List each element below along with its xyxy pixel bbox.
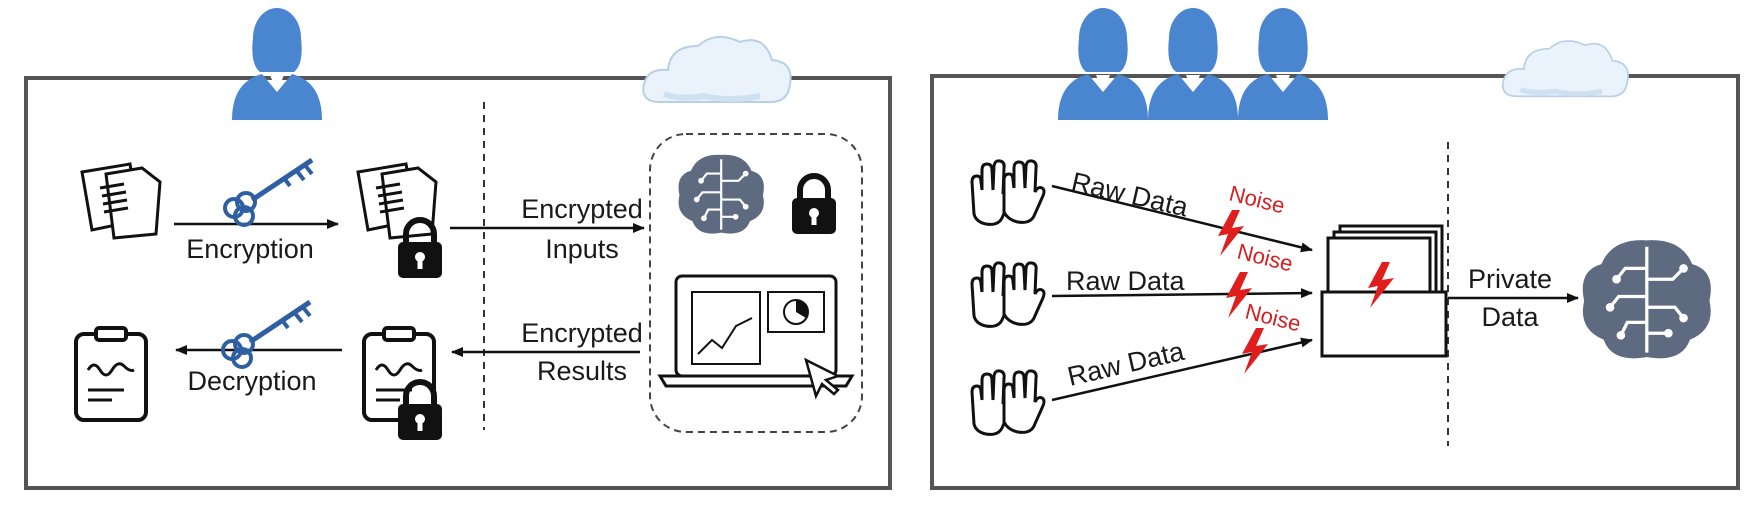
- cloud-icon: [643, 37, 790, 102]
- decryption-key-icon: [223, 302, 310, 367]
- private-data-label-1: Private: [1468, 264, 1552, 294]
- hands-icon-2: [970, 261, 1046, 328]
- decryption-label: Decryption: [187, 366, 316, 396]
- encryption-label: Encryption: [186, 234, 314, 264]
- ml-brain-icon: [1581, 238, 1713, 360]
- encrypted-inputs-label-1: Encrypted: [521, 194, 643, 224]
- right-panel-frame: [930, 74, 1740, 490]
- private-data-label-2: Data: [1481, 302, 1539, 332]
- encrypted-inputs-label-2: Inputs: [545, 234, 619, 264]
- raw-data-arrow-3: [1051, 337, 1313, 402]
- plain-document-icon: [80, 162, 162, 240]
- raw-data-arrow-1: [1051, 184, 1313, 253]
- hands-icon-3: [970, 369, 1046, 436]
- encrypted-document-icon: [356, 162, 438, 240]
- user-icon-2: [1148, 8, 1238, 120]
- user-icon-1: [1058, 8, 1148, 120]
- user-icon: [232, 8, 322, 120]
- decrypted-result-clipboard-icon: [74, 326, 148, 422]
- cloud-icon-right: [1503, 41, 1628, 97]
- raw-data-arrow-2: [1051, 288, 1313, 299]
- user-icon-3: [1238, 8, 1328, 120]
- hands-icon-1: [970, 159, 1046, 226]
- noise-label-3: Noise: [1243, 299, 1304, 337]
- left-panel-frame: [24, 76, 892, 490]
- raw-data-label-2: Raw Data: [1066, 266, 1186, 296]
- brain-icon: [677, 153, 765, 235]
- encrypted-results-label-1: Encrypted: [521, 318, 643, 348]
- service-lock-icon: [792, 176, 836, 234]
- storage-box-icon: [1320, 224, 1448, 358]
- encrypted-results-label-2: Results: [537, 356, 627, 386]
- raw-data-label-1: Raw Data: [1069, 167, 1192, 223]
- laptop-icon: [657, 274, 855, 400]
- encryption-key-icon: [225, 160, 312, 225]
